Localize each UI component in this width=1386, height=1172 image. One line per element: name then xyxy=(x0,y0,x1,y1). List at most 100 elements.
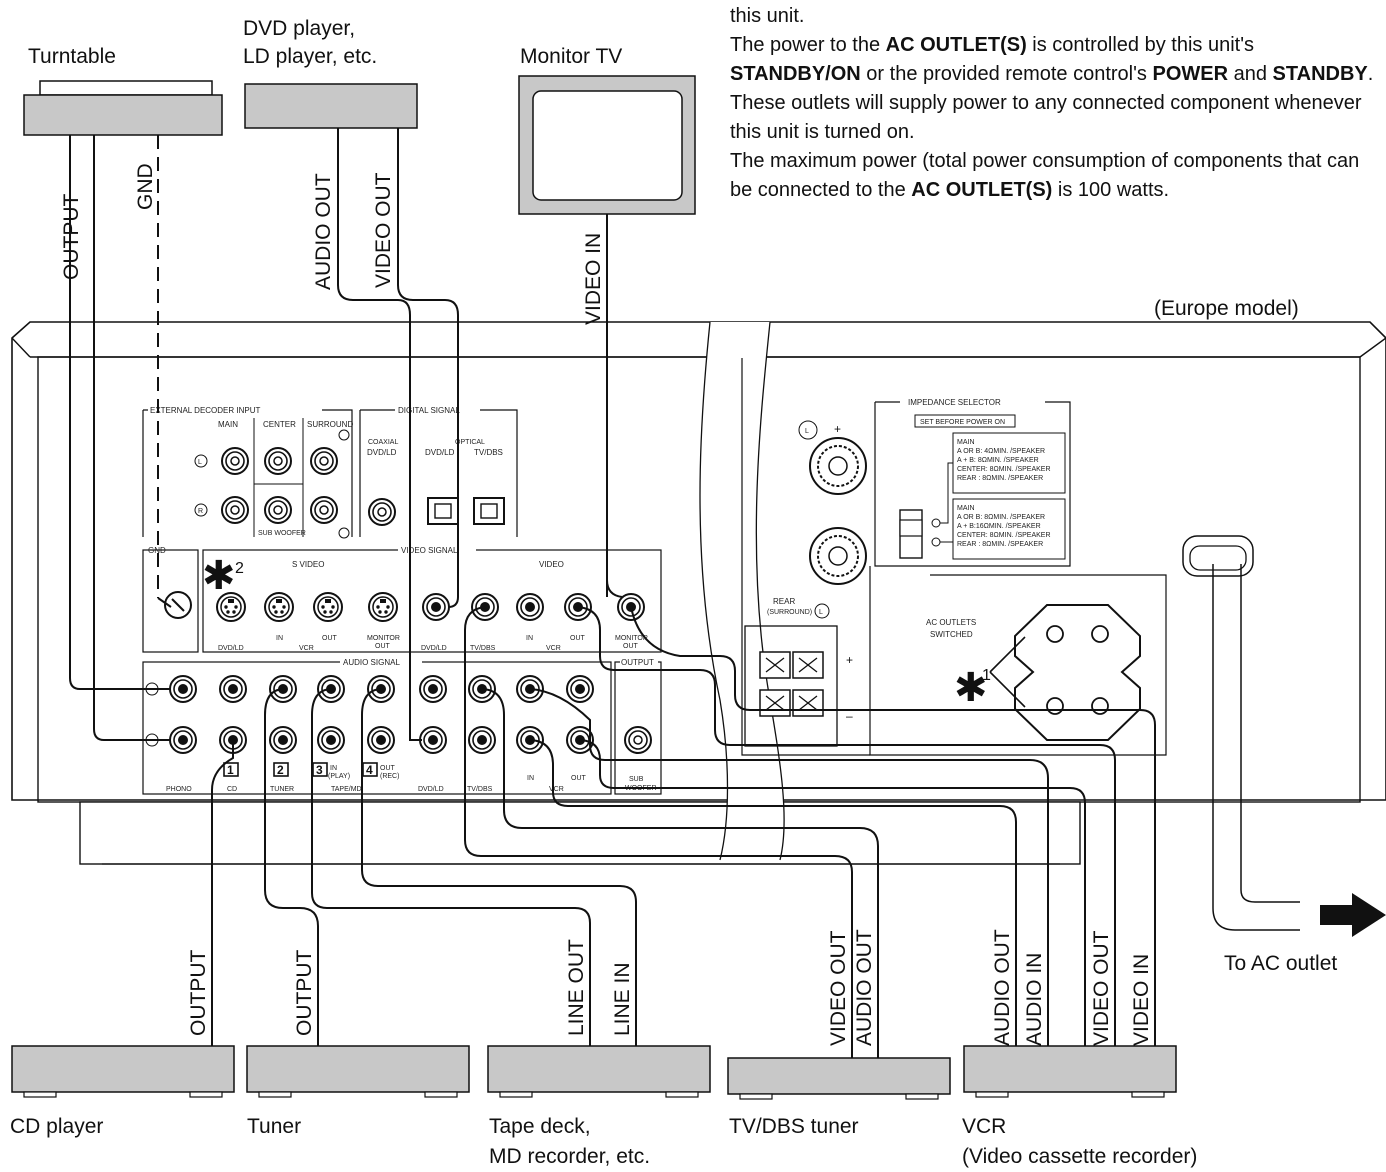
turntable-label: Turntable xyxy=(28,45,116,68)
svg-text:DVD/LD: DVD/LD xyxy=(218,645,244,652)
note-star-2: ✱ xyxy=(202,554,236,598)
svg-text:AC OUTLETS: AC OUTLETS xyxy=(926,618,976,627)
svg-text:DVD/LD: DVD/LD xyxy=(367,448,397,457)
svg-text:L: L xyxy=(819,609,823,616)
svg-text:VCR: VCR xyxy=(546,645,561,652)
svg-text:SET BEFORE POWER ON: SET BEFORE POWER ON xyxy=(920,419,1005,426)
note-star-1: ✱ xyxy=(954,666,988,710)
svg-text:1: 1 xyxy=(227,763,234,777)
note-star-2-number: 2 xyxy=(235,560,244,577)
svg-text:+: + xyxy=(846,653,853,667)
svg-text:A OR B: 4ΩMIN. /SPEAKER: A OR B: 4ΩMIN. /SPEAKER xyxy=(957,448,1045,455)
svg-text:TV/DBS: TV/DBS xyxy=(470,645,496,652)
svg-text:OUT: OUT xyxy=(571,775,587,782)
svg-text:IN: IN xyxy=(527,775,534,782)
power-cord xyxy=(1182,535,1386,937)
svg-text:GND: GND xyxy=(134,163,157,210)
svg-text:CENTER: CENTER xyxy=(263,420,296,429)
note-star-1-number: 1 xyxy=(982,667,991,684)
subwoofer-output: OUTPUT SUB WOOFER xyxy=(614,658,662,795)
tuner-label: Tuner xyxy=(247,1115,301,1138)
svg-text:DIGITAL SIGNAL: DIGITAL SIGNAL xyxy=(398,406,460,415)
svg-text:AUDIO IN: AUDIO IN xyxy=(1023,953,1046,1046)
svg-text:(PLAY): (PLAY) xyxy=(328,773,350,780)
note-para-2: The maximum power (total power consumpti… xyxy=(730,150,1360,201)
svg-text:SUB WOOFER: SUB WOOFER xyxy=(258,530,306,537)
svg-text:TUNER: TUNER xyxy=(270,786,294,793)
svg-text:A OR B: 8ΩMIN. /SPEAKER: A OR B: 8ΩMIN. /SPEAKER xyxy=(957,514,1045,521)
svg-text:LINE OUT: LINE OUT xyxy=(565,939,588,1036)
svg-text:CENTER: 8ΩMIN. /SPEAKER: CENTER: 8ΩMIN. /SPEAKER xyxy=(957,466,1051,473)
svg-text:S VIDEO: S VIDEO xyxy=(292,560,324,569)
svg-text:REAR : 8ΩMIN. /SPEAKER: REAR : 8ΩMIN. /SPEAKER xyxy=(957,475,1043,482)
cable-labels: OUTPUT GND AUDIO OUT VIDEO OUT VIDEO IN … xyxy=(60,163,1153,1046)
svg-text:VIDEO IN: VIDEO IN xyxy=(1130,954,1153,1046)
svg-text:VIDEO OUT: VIDEO OUT xyxy=(1090,930,1113,1046)
svg-text:PHONO: PHONO xyxy=(166,786,192,793)
svg-text:OUT: OUT xyxy=(623,643,639,650)
svg-text:TAPE/MD: TAPE/MD xyxy=(331,786,362,793)
svg-text:OUT: OUT xyxy=(375,643,391,650)
dvd-label-2: LD player, etc. xyxy=(243,45,377,68)
svg-text:OUTPUT: OUTPUT xyxy=(60,194,83,281)
dvd-player-device xyxy=(244,83,418,129)
vcr-label-1: VCR xyxy=(962,1115,1006,1138)
svg-text:(SURROUND): (SURROUND) xyxy=(767,609,812,616)
svg-text:VCR: VCR xyxy=(549,786,564,793)
svg-text:AUDIO OUT: AUDIO OUT xyxy=(312,173,335,290)
svg-text:REAR : 8ΩMIN. /SPEAKER: REAR : 8ΩMIN. /SPEAKER xyxy=(957,541,1043,548)
svg-text:VCR: VCR xyxy=(299,645,314,652)
svg-text:GND: GND xyxy=(148,546,166,555)
svg-text:OUT: OUT xyxy=(570,635,586,642)
svg-text:A + B:16ΩMIN. /SPEAKER: A + B:16ΩMIN. /SPEAKER xyxy=(957,523,1041,530)
tape-deck-device xyxy=(487,1045,711,1098)
svg-text:MONITOR: MONITOR xyxy=(615,635,648,642)
svg-text:DVD/LD: DVD/LD xyxy=(418,786,444,793)
cd-player-label: CD player xyxy=(10,1115,103,1138)
svg-text:IN: IN xyxy=(330,765,337,772)
tvdbs-tuner-device xyxy=(727,1057,951,1100)
svg-text:OPTICAL: OPTICAL xyxy=(455,439,485,446)
svg-text:MAIN: MAIN xyxy=(957,439,975,446)
svg-text:L: L xyxy=(198,459,202,466)
svg-text:IMPEDANCE SELECTOR: IMPEDANCE SELECTOR xyxy=(908,398,1001,407)
svg-text:TV/DBS: TV/DBS xyxy=(474,448,503,457)
svg-text:CENTER: 8ΩMIN. /SPEAKER: CENTER: 8ΩMIN. /SPEAKER xyxy=(957,532,1051,539)
tape-deck-label-2: MD recorder, etc. xyxy=(489,1145,650,1168)
svg-text:3: 3 xyxy=(316,763,323,777)
svg-text:EXTERNAL DECODER INPUT: EXTERNAL DECODER INPUT xyxy=(150,406,261,415)
svg-text:OUTPUT: OUTPUT xyxy=(621,658,654,667)
monitor-label: Monitor TV xyxy=(520,45,622,68)
video-signal-section: VIDEO SIGNAL S VIDEO VIDEO DVD/LD IN VCR… xyxy=(202,546,662,653)
svg-text:–: – xyxy=(846,709,853,723)
vcr-device xyxy=(963,1045,1177,1098)
svg-text:4: 4 xyxy=(366,763,373,777)
svg-text:IN: IN xyxy=(276,635,283,642)
svg-text:SWITCHED: SWITCHED xyxy=(930,630,973,639)
svg-text:OUTPUT: OUTPUT xyxy=(187,950,210,1037)
svg-text:OUTPUT: OUTPUT xyxy=(293,950,316,1037)
svg-text:REAR: REAR xyxy=(773,597,795,606)
dvd-label-1: DVD player, xyxy=(243,17,355,40)
svg-text:COAXIAL: COAXIAL xyxy=(368,439,398,446)
svg-text:CD: CD xyxy=(227,786,237,793)
svg-text:SURROUND: SURROUND xyxy=(307,420,353,429)
svg-text:OUT: OUT xyxy=(380,765,396,772)
svg-text:AUDIO OUT: AUDIO OUT xyxy=(853,929,876,1046)
svg-text:DVD/LD: DVD/LD xyxy=(421,645,447,652)
svg-text:VIDEO IN: VIDEO IN xyxy=(582,233,605,325)
svg-text:R: R xyxy=(198,508,203,515)
svg-text:VIDEO OUT: VIDEO OUT xyxy=(372,172,395,288)
tuner-device xyxy=(246,1045,470,1098)
power-note: this unit. The power to the AC OUTLET(S)… xyxy=(730,2,1380,205)
svg-text:SUB: SUB xyxy=(629,776,644,783)
tape-deck-label-1: Tape deck, xyxy=(489,1115,591,1138)
external-decoder-input: EXTERNAL DECODER INPUT MAIN CENTER SURRO… xyxy=(142,406,353,539)
turntable-device xyxy=(23,80,223,136)
gnd-terminal: GND xyxy=(142,546,199,653)
monitor-tv-device xyxy=(518,75,696,215)
note-para-1: The power to the AC OUTLET(S) is control… xyxy=(730,34,1374,143)
svg-text:2: 2 xyxy=(277,763,284,777)
svg-text:AUDIO SIGNAL: AUDIO SIGNAL xyxy=(343,658,400,667)
